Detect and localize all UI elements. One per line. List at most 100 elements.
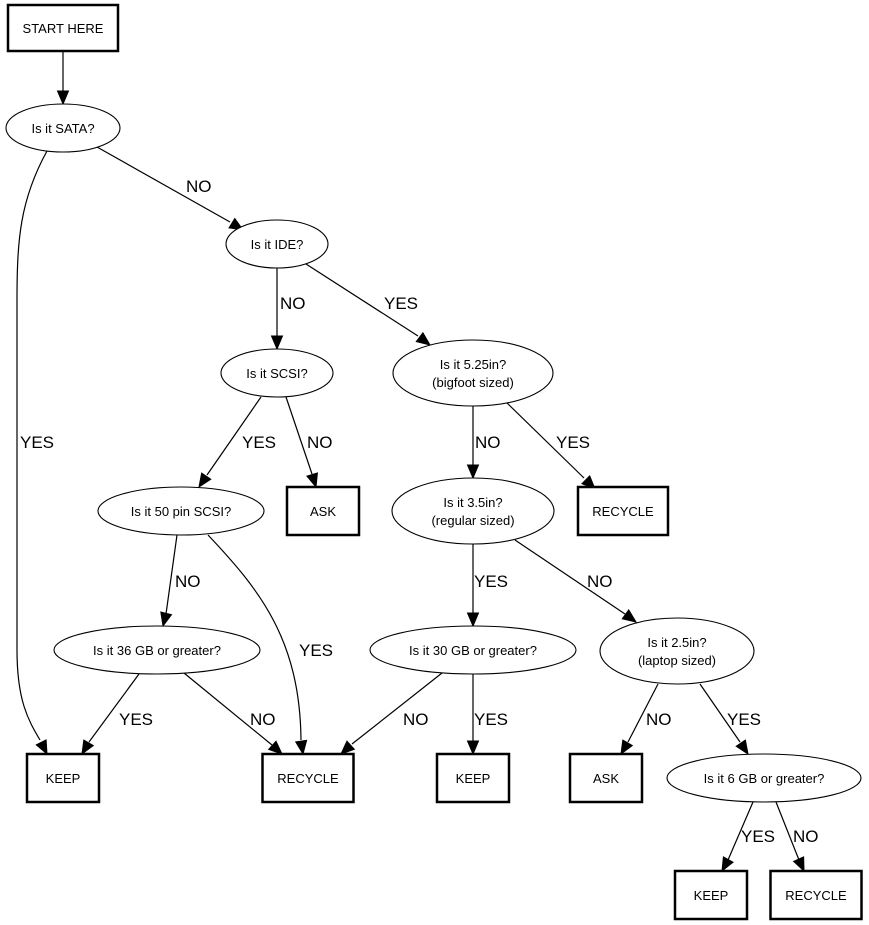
edge-gb30-to-recycle2: [340, 672, 443, 755]
box-shape: [568, 752, 644, 804]
node-label: Is it 3.5in?: [443, 495, 502, 510]
edge-sata-to-keep1: [16, 150, 48, 756]
arrowhead-icon: [270, 335, 284, 351]
decision-node-scsi: Is it SCSI?: [220, 348, 334, 398]
edge-line: [207, 534, 302, 741]
decision-node-in25: Is it 2.5in? (laptop sized): [599, 617, 755, 685]
edge-label-no: NO: [793, 827, 819, 846]
arrowhead-icon: [466, 612, 480, 628]
edge-label-yes: YES: [556, 433, 590, 452]
node-label: ASK: [310, 504, 336, 519]
arrowhead-icon: [267, 740, 283, 755]
outcome-node-recycle1: RECYCLE: [576, 485, 670, 537]
arrowhead-icon: [160, 611, 173, 628]
arrowhead-icon: [620, 739, 634, 756]
box-shape: [261, 752, 355, 804]
edge-label-no: NO: [403, 710, 429, 729]
edge-label-yes: YES: [119, 710, 153, 729]
node-label: Is it 6 GB or greater?: [704, 771, 825, 786]
edge-label-no: NO: [280, 294, 306, 313]
edge-label-yes: YES: [727, 710, 761, 729]
arrowhead-icon: [792, 856, 805, 873]
arrowhead-icon: [621, 609, 638, 623]
node-label: KEEP: [456, 771, 491, 786]
edge-scsi-to-ask1: [285, 396, 319, 489]
edge-line: [506, 402, 585, 479]
edge-label-yes: YES: [474, 572, 508, 591]
nodes-layer: START HERE Is it SATA? Is it IDE? Is it SCS…: [5, 3, 863, 921]
ellipse-shape: [225, 219, 329, 269]
outcome-node-recycle2: RECYCLE: [261, 752, 355, 804]
edge-label-yes: YES: [741, 827, 775, 846]
edge-ide-to-in525: [305, 263, 432, 346]
outcome-node-recycle3: RECYCLE: [769, 869, 863, 921]
edge-line: [285, 396, 313, 475]
node-label: KEEP: [46, 771, 81, 786]
edge-in25-to-ask2: [620, 683, 659, 756]
edge-gb6-to-keep3: [721, 801, 754, 873]
edge-line: [96, 146, 231, 223]
outcome-node-ask1: ASK: [285, 485, 361, 537]
box-shape: [769, 869, 863, 921]
node-label: START HERE: [23, 21, 104, 36]
decision-node-ide: Is it IDE?: [225, 219, 329, 269]
outcome-node-ask2: ASK: [568, 752, 644, 804]
outcome-node-keep2: KEEP: [435, 752, 511, 804]
ellipse-shape: [5, 103, 121, 153]
edge-line: [183, 672, 273, 746]
edge-line: [16, 150, 48, 741]
ellipse-shape: [666, 753, 862, 803]
edge-line: [627, 683, 659, 743]
edge-start-to-sata: [56, 51, 70, 106]
box-shape: [673, 869, 749, 921]
edge-label-yes: YES: [474, 710, 508, 729]
edge-label-no: NO: [307, 433, 333, 452]
ellipse-shape: [599, 617, 755, 685]
decision-node-gb30: Is it 30 GB or greater?: [369, 625, 577, 675]
node-label: Is it IDE?: [251, 237, 304, 252]
arrowhead-icon: [466, 740, 480, 756]
box-shape: [25, 752, 101, 804]
arrowhead-icon: [294, 739, 308, 756]
edge-label-no: NO: [475, 433, 501, 452]
box-shape: [6, 3, 120, 53]
node-label: (laptop sized): [638, 653, 716, 668]
arrowhead-icon: [306, 472, 319, 489]
edge-line: [305, 263, 419, 337]
arrowhead-icon: [466, 464, 480, 480]
ellipse-shape: [53, 625, 261, 675]
edge-line: [351, 672, 443, 745]
edge-label-yes: YES: [299, 641, 333, 660]
decision-node-in525: Is it 5.25in?(bigfoot sized): [392, 339, 554, 407]
edge-line: [206, 396, 262, 476]
edge-label-yes: YES: [384, 294, 418, 313]
node-label: ASK: [593, 771, 619, 786]
edge-label-yes: YES: [242, 433, 276, 452]
decision-node-in35: Is it 3.5in?(regular sized): [391, 477, 555, 545]
node-label: RECYCLE: [592, 504, 654, 519]
edge-ide-to-scsi: [270, 268, 284, 351]
edge-line: [727, 801, 754, 861]
outcome-node-keep1: KEEP: [25, 752, 101, 804]
box-shape: [285, 485, 361, 537]
edge-in525-to-in35: [466, 406, 480, 480]
node-label: Is it 30 GB or greater?: [409, 643, 537, 658]
edge-label-no: NO: [186, 177, 212, 196]
decision-node-scsi50: Is it 50 pin SCSI?: [97, 486, 265, 536]
edge-scsi-to-scsi50: [198, 396, 262, 489]
edge-gb36-to-recycle2: [183, 672, 283, 755]
edge-line: [775, 801, 800, 861]
edge-line: [514, 539, 626, 615]
node-label: Is it SATA?: [31, 121, 94, 136]
edge-line: [699, 683, 741, 743]
node-label: Is it 2.5in?: [647, 635, 706, 650]
decision-node-gb36: Is it 36 GB or greater?: [53, 625, 261, 675]
box-shape: [435, 752, 511, 804]
box-shape: [576, 485, 670, 537]
arrowhead-icon: [721, 856, 734, 873]
edge-scsi50-to-gb36: [160, 534, 178, 628]
edge-gb36-to-keep1: [81, 673, 140, 756]
edge-in25-to-gb6: [699, 683, 749, 756]
